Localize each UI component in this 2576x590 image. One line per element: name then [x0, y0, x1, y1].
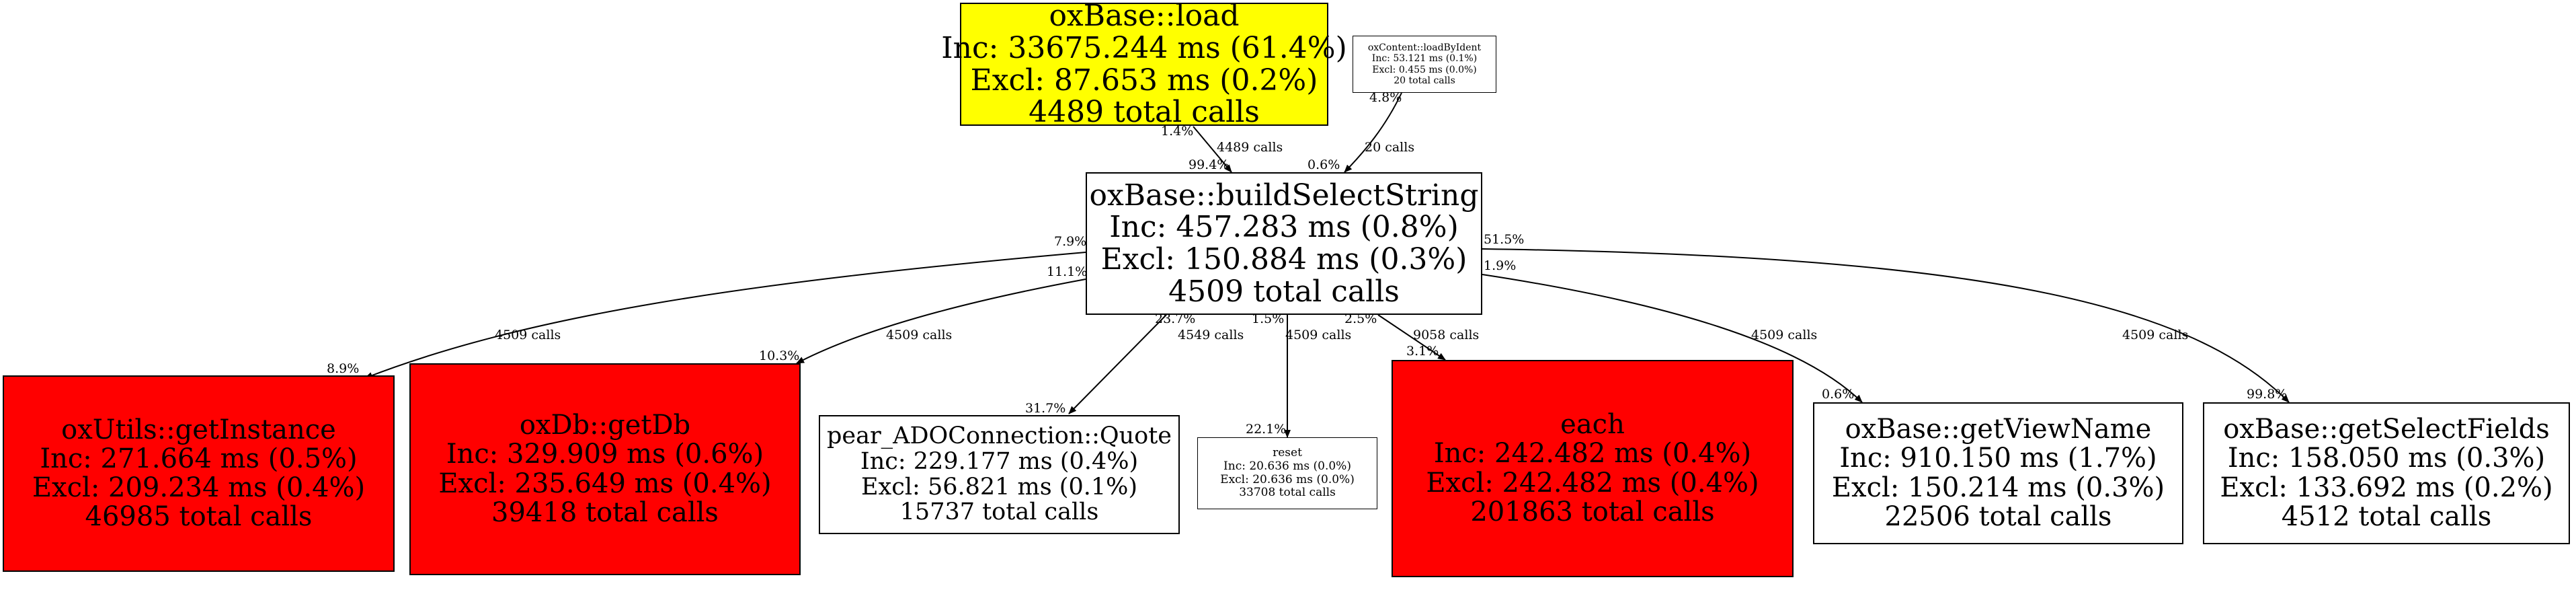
edge-build-getdb — [796, 279, 1086, 364]
edge-build-each-calls: 9058 calls — [1413, 328, 1480, 342]
edge-load-build-src-pct: 1.4% — [1161, 124, 1194, 139]
edge-build-getselectfields-calls: 4509 calls — [2122, 328, 2189, 342]
node-oxbase-getselectfields[interactable]: oxBase::getSelectFields Inc: 158.050 ms … — [2203, 402, 2570, 544]
edge-build-getinstance-dst-pct: 8.9% — [327, 361, 360, 376]
node-inc: Inc: 457.283 ms (0.8%) — [1109, 210, 1459, 245]
node-name: oxBase::buildSelectString — [1089, 178, 1479, 213]
edge-load-build — [1193, 126, 1232, 173]
node-name: oxBase::getViewName — [1845, 414, 2152, 445]
node-name: reset — [1273, 446, 1302, 460]
edge-build-reset-dst-pct: 22.1% — [1246, 422, 1287, 437]
node-inc: Inc: 53.121 ms (0.1%) — [1371, 53, 1478, 65]
edge-build-reset-src-pct: 1.5% — [1252, 311, 1285, 326]
node-excl: Excl: 133.692 ms (0.2%) — [2220, 472, 2553, 503]
node-inc: Inc: 242.482 ms (0.4%) — [1433, 438, 1752, 470]
edge-build-getinstance-src-pct: 7.9% — [1054, 234, 1087, 249]
edge-build-getviewname-calls: 4509 calls — [1751, 328, 1818, 342]
node-excl: Excl: 87.653 ms (0.2%) — [970, 63, 1318, 98]
edge-build-getdb-dst-pct: 10.3% — [759, 348, 800, 363]
edge-build-getviewname-src-pct: 1.9% — [1484, 258, 1517, 273]
node-each[interactable]: each Inc: 242.482 ms (0.4%) Excl: 242.48… — [1392, 360, 1794, 577]
node-calls: 39418 total calls — [491, 496, 719, 528]
edge-build-quote-dst-pct: 31.7% — [1025, 401, 1066, 416]
node-excl: Excl: 20.636 ms (0.0%) — [1220, 472, 1355, 486]
node-calls: 4489 total calls — [1029, 95, 1260, 130]
node-excl: Excl: 235.649 ms (0.4%) — [438, 468, 772, 499]
edge-build-each-dst-pct: 3.1% — [1406, 344, 1439, 359]
node-inc: Inc: 910.150 ms (1.7%) — [1839, 443, 2157, 474]
edge-loadbyident-build — [1344, 92, 1402, 173]
node-oxdb-getdb[interactable]: oxDb::getDb Inc: 329.909 ms (0.6%) Excl:… — [409, 363, 801, 575]
node-calls: 201863 total calls — [1470, 496, 1715, 527]
edge-build-quote — [1068, 314, 1167, 414]
edge-build-getviewname-dst-pct: 0.6% — [1822, 387, 1855, 402]
node-calls: 20 total calls — [1394, 75, 1455, 86]
node-oxbase-load[interactable]: oxBase::load Inc: 33675.244 ms (61.4%) E… — [941, 0, 1347, 130]
node-calls: 33708 total calls — [1239, 486, 1336, 500]
edge-build-getdb-src-pct: 11.1% — [1047, 264, 1088, 279]
node-excl: Excl: 56.821 ms (0.1%) — [860, 473, 1138, 501]
edge-loadbyident-build-calls: 20 calls — [1365, 140, 1415, 155]
edge-build-getdb-calls: 4509 calls — [886, 328, 953, 342]
edge-build-reset-calls: 4509 calls — [1285, 328, 1352, 342]
node-oxcontent-loadbyident[interactable]: oxContent::loadByIdent Inc: 53.121 ms (0… — [1353, 36, 1496, 93]
edge-loadbyident-build-dst-pct: 0.6% — [1307, 157, 1340, 172]
node-name: oxBase::getSelectFields — [2223, 414, 2550, 445]
edge-build-quote-calls: 4549 calls — [1178, 328, 1244, 342]
edge-build-quote-src-pct: 23.7% — [1155, 311, 1196, 326]
edge-build-getselectfields-dst-pct: 99.8% — [2247, 387, 2288, 402]
node-calls: 22506 total calls — [1884, 501, 2112, 532]
edge-build-getinstance — [364, 252, 1086, 379]
node-inc: Inc: 271.664 ms (0.5%) — [40, 443, 358, 474]
edge-build-getinstance-calls: 4509 calls — [495, 328, 561, 342]
edge-build-getselectfields — [1482, 248, 2290, 403]
edge-build-getselectfields-src-pct: 51.5% — [1484, 232, 1525, 247]
edge-loadbyident-build-src-pct: 4.8% — [1369, 90, 1402, 105]
node-excl: Excl: 0.455 ms (0.0%) — [1372, 64, 1477, 75]
node-oxbase-buildselectstring[interactable]: oxBase::buildSelectString Inc: 457.283 m… — [1086, 172, 1482, 315]
node-calls: 46985 total calls — [85, 501, 313, 533]
node-name: each — [1560, 409, 1625, 441]
node-inc: Inc: 229.177 ms (0.4%) — [860, 447, 1139, 475]
node-name: oxBase::load — [1049, 0, 1240, 34]
node-oxutils-getinstance[interactable]: oxUtils::getInstance Inc: 271.664 ms (0.… — [3, 375, 395, 572]
node-excl: Excl: 150.214 ms (0.3%) — [1831, 472, 2165, 503]
node-calls: 4509 total calls — [1168, 274, 1400, 309]
edge-build-each — [1377, 314, 1446, 361]
node-excl: Excl: 209.234 ms (0.4%) — [32, 472, 366, 503]
node-inc: Inc: 33675.244 ms (61.4%) — [941, 30, 1347, 65]
node-inc: Inc: 158.050 ms (0.3%) — [2227, 443, 2546, 474]
node-inc: Inc: 20.636 ms (0.0%) — [1223, 459, 1351, 473]
node-excl: Excl: 150.884 ms (0.3%) — [1100, 242, 1467, 276]
node-name: oxDb::getDb — [519, 410, 691, 441]
node-calls: 4512 total calls — [2281, 501, 2492, 532]
node-calls: 15737 total calls — [899, 499, 1099, 526]
edge-build-each-src-pct: 2.5% — [1344, 311, 1377, 326]
node-excl: Excl: 242.482 ms (0.4%) — [1426, 467, 1759, 499]
node-reset[interactable]: reset Inc: 20.636 ms (0.0%) Excl: 20.636… — [1197, 437, 1377, 509]
node-name: oxContent::loadByIdent — [1367, 42, 1482, 54]
node-inc: Inc: 329.909 ms (0.6%) — [446, 439, 764, 470]
node-oxbase-getviewname[interactable]: oxBase::getViewName Inc: 910.150 ms (1.7… — [1813, 402, 2183, 544]
node-name: oxUtils::getInstance — [61, 414, 336, 445]
edge-load-build-calls: 4489 calls — [1217, 140, 1283, 155]
node-name: pear_ADOConnection::Quote — [826, 422, 1172, 449]
edge-build-getviewname — [1482, 274, 1863, 403]
node-pear-adoconnection-quote[interactable]: pear_ADOConnection::Quote Inc: 229.177 m… — [819, 415, 1180, 534]
edge-load-build-dst-pct: 99.4% — [1189, 157, 1230, 172]
